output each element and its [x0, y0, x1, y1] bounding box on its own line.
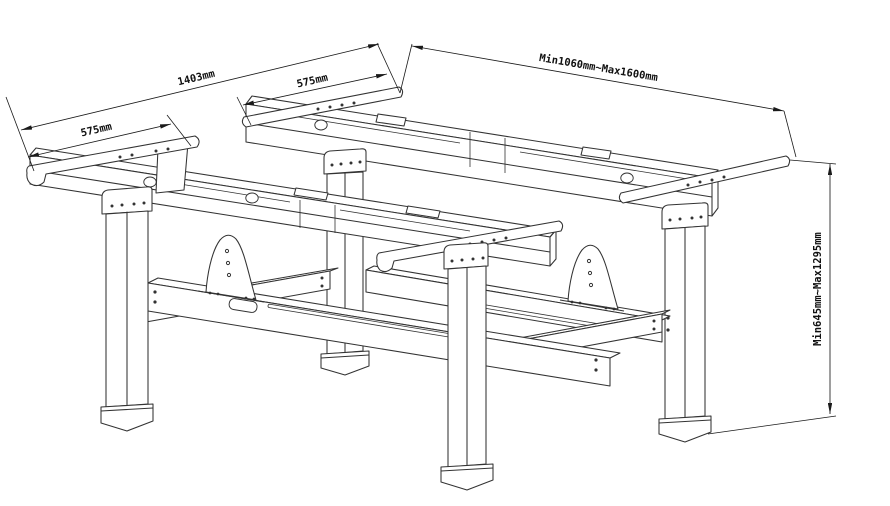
dim-line-back-arm: [242, 73, 388, 106]
leg-foot: [658, 415, 712, 443]
leg-back-right: [658, 202, 712, 443]
leg-foot: [320, 350, 370, 376]
cable-hole: [143, 176, 157, 188]
witness-line: [789, 159, 837, 165]
lower-beam-back: [365, 244, 671, 343]
support-arm-back-right: [618, 155, 791, 204]
witness-line: [399, 43, 413, 94]
gusset-bracket-left: [197, 234, 265, 303]
leg-collar: [101, 186, 153, 215]
gusset-bracket-right: [559, 244, 625, 312]
dim-label-total-depth: 1403mm: [176, 68, 216, 89]
leg-front-right: [440, 242, 494, 491]
rail-slider-clip: [405, 205, 441, 219]
leg-front-left: [100, 186, 154, 432]
dim-line-total-depth: [20, 43, 380, 131]
dim-label-front-arm-depth: 575mm: [80, 121, 113, 140]
witness-line: [783, 110, 797, 158]
dim-label-width-range: Min1060mm~Max1600mm: [538, 52, 658, 84]
leg-collar: [443, 242, 489, 270]
rail-slider-clip: [580, 146, 612, 160]
dim-line-width-range: [411, 45, 785, 112]
cable-hole: [245, 192, 259, 204]
witness-line: [707, 415, 837, 435]
dim-label-height-range: Min645mm~Max1295mm: [812, 232, 824, 346]
leg-collar: [323, 148, 367, 175]
rail-slider-clip: [293, 187, 329, 201]
witness-line: [376, 42, 401, 94]
lower-beam-front: [147, 234, 621, 387]
cable-hole: [314, 119, 328, 131]
leg-collar: [661, 202, 709, 230]
leg-foot: [440, 463, 494, 491]
cable-hole: [620, 172, 634, 184]
witness-line: [5, 96, 35, 172]
handle-cutout: [228, 298, 258, 313]
